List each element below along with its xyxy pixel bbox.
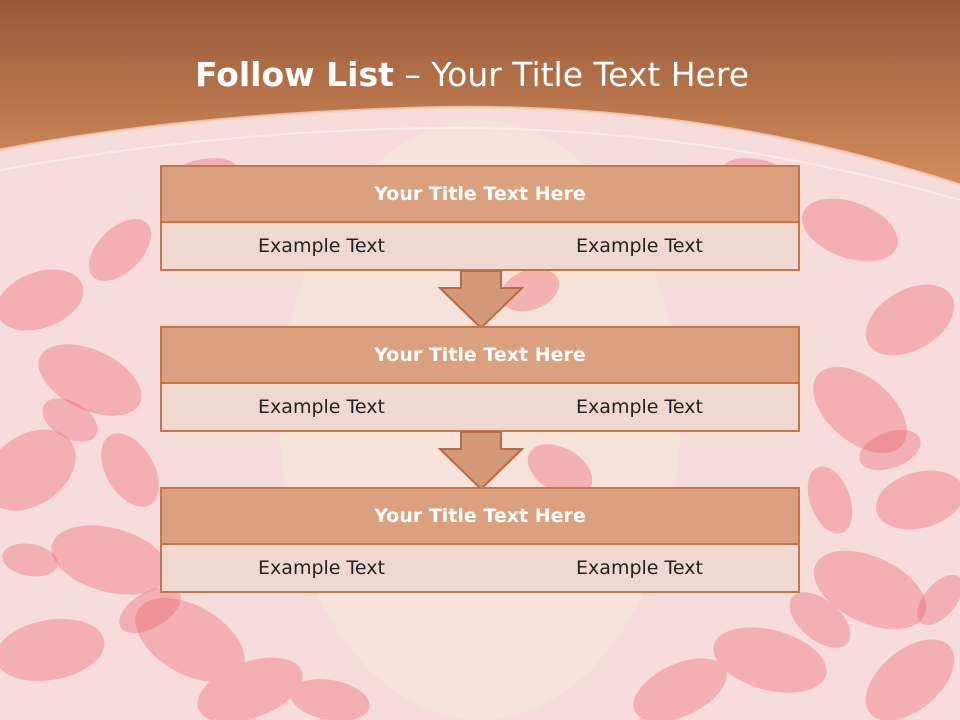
- header-band: [0, 0, 960, 200]
- down-arrow-icon: [438, 431, 524, 491]
- step-left-text: Example Text: [162, 384, 483, 430]
- step-block-1: Your Title Text Here Example Text Exampl…: [160, 165, 800, 271]
- slide-title-bold: Follow List: [194, 55, 394, 94]
- step-right-text: Example Text: [481, 545, 798, 591]
- step-left-text: Example Text: [162, 545, 483, 591]
- step-left-text: Example Text: [162, 223, 483, 269]
- slide-title-rest: – Your Title Text Here: [404, 55, 750, 94]
- step-title: Your Title Text Here: [162, 489, 798, 545]
- slide-title: Follow List – Your Title Text Here: [0, 52, 944, 98]
- step-block-3: Your Title Text Here Example Text Exampl…: [160, 487, 800, 593]
- down-arrow-icon: [438, 270, 524, 330]
- step-right-text: Example Text: [481, 223, 798, 269]
- step-block-2: Your Title Text Here Example Text Exampl…: [160, 326, 800, 432]
- step-right-text: Example Text: [481, 384, 798, 430]
- step-title: Your Title Text Here: [162, 167, 798, 223]
- step-title: Your Title Text Here: [162, 328, 798, 384]
